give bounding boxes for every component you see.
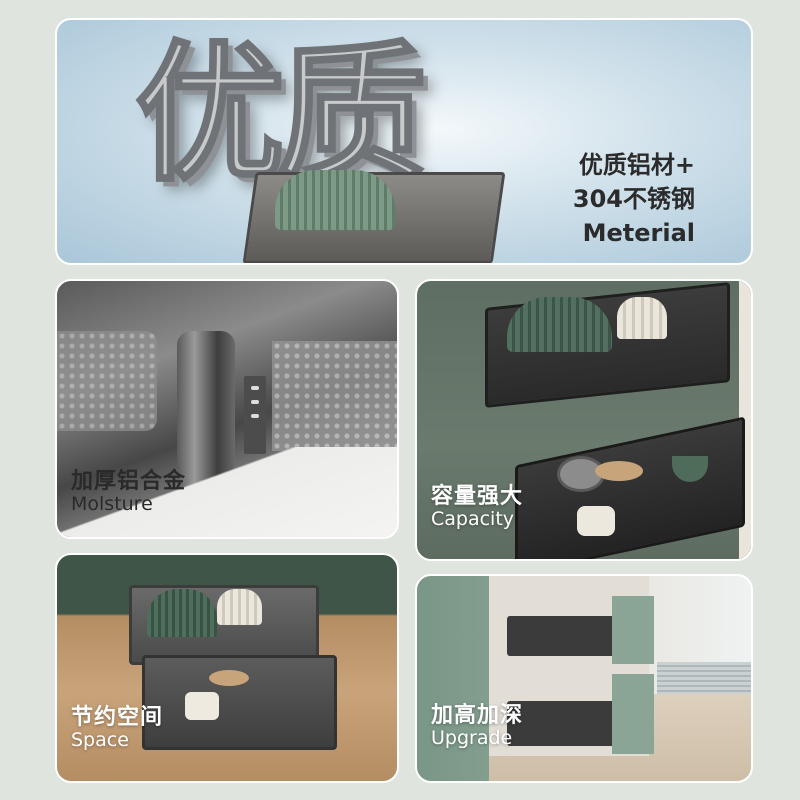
mesh-panel-image <box>57 331 157 431</box>
pot-basket-image <box>515 416 745 559</box>
sea-view-image <box>657 662 751 694</box>
hero-line-1: 优质铝材+ <box>578 151 695 179</box>
hero-line-2: 304不锈钢 <box>572 185 695 213</box>
feature-card-space: 节约空间 Space <box>55 553 399 783</box>
mesh-panel-image <box>272 341 397 451</box>
feature-title-en: Molsture <box>71 493 153 516</box>
upper-drawer-image <box>507 616 619 656</box>
feature-title-zh: 容量强大 <box>431 484 524 509</box>
feature-title-en: Capacity <box>431 508 515 531</box>
feature-title-zh: 加厚铝合金 <box>71 469 187 494</box>
plates-image <box>507 297 612 352</box>
lower-drawer-image <box>507 701 619 746</box>
jar-image <box>577 506 615 536</box>
wooden-lid-image <box>595 461 643 481</box>
feature-label: 加厚铝合金 Molsture <box>71 469 186 516</box>
feature-title-zh: 节约空间 <box>71 705 164 730</box>
bowls-image <box>217 589 262 625</box>
feature-title-en: Upgrade <box>431 727 513 750</box>
mounting-plate-image <box>244 376 266 454</box>
feature-label: 加高加深 Upgrade <box>431 703 523 750</box>
feature-card-capacity: 容量强大 Capacity <box>415 279 753 561</box>
feature-title-en: Space <box>71 729 129 752</box>
pot-basket-image <box>142 655 337 750</box>
feature-title-zh: 加高加深 <box>431 703 524 728</box>
feature-label: 节约空间 Space <box>71 705 163 752</box>
hero-material-text: 优质铝材+ 304不锈钢 Meterial <box>573 148 695 250</box>
background-surface <box>57 447 397 537</box>
hero-card: 优质 优质铝材+ 304不锈钢 Meterial <box>55 18 753 265</box>
plates-image <box>275 170 395 230</box>
feature-card-upgrade: 加高加深 Upgrade <box>415 574 753 783</box>
drawer-front-image <box>612 674 654 754</box>
bowls-image <box>617 297 667 339</box>
plates-image <box>147 589 217 637</box>
feature-label: 容量强大 Capacity <box>431 484 523 531</box>
jar-image <box>185 692 219 720</box>
feature-card-alloy: 加厚铝合金 Molsture <box>55 279 399 539</box>
drawer-front-image <box>612 596 654 664</box>
hero-big-title: 优质 <box>133 28 428 202</box>
wooden-lid-image <box>209 670 249 686</box>
hero-line-3: Meterial <box>582 219 695 247</box>
